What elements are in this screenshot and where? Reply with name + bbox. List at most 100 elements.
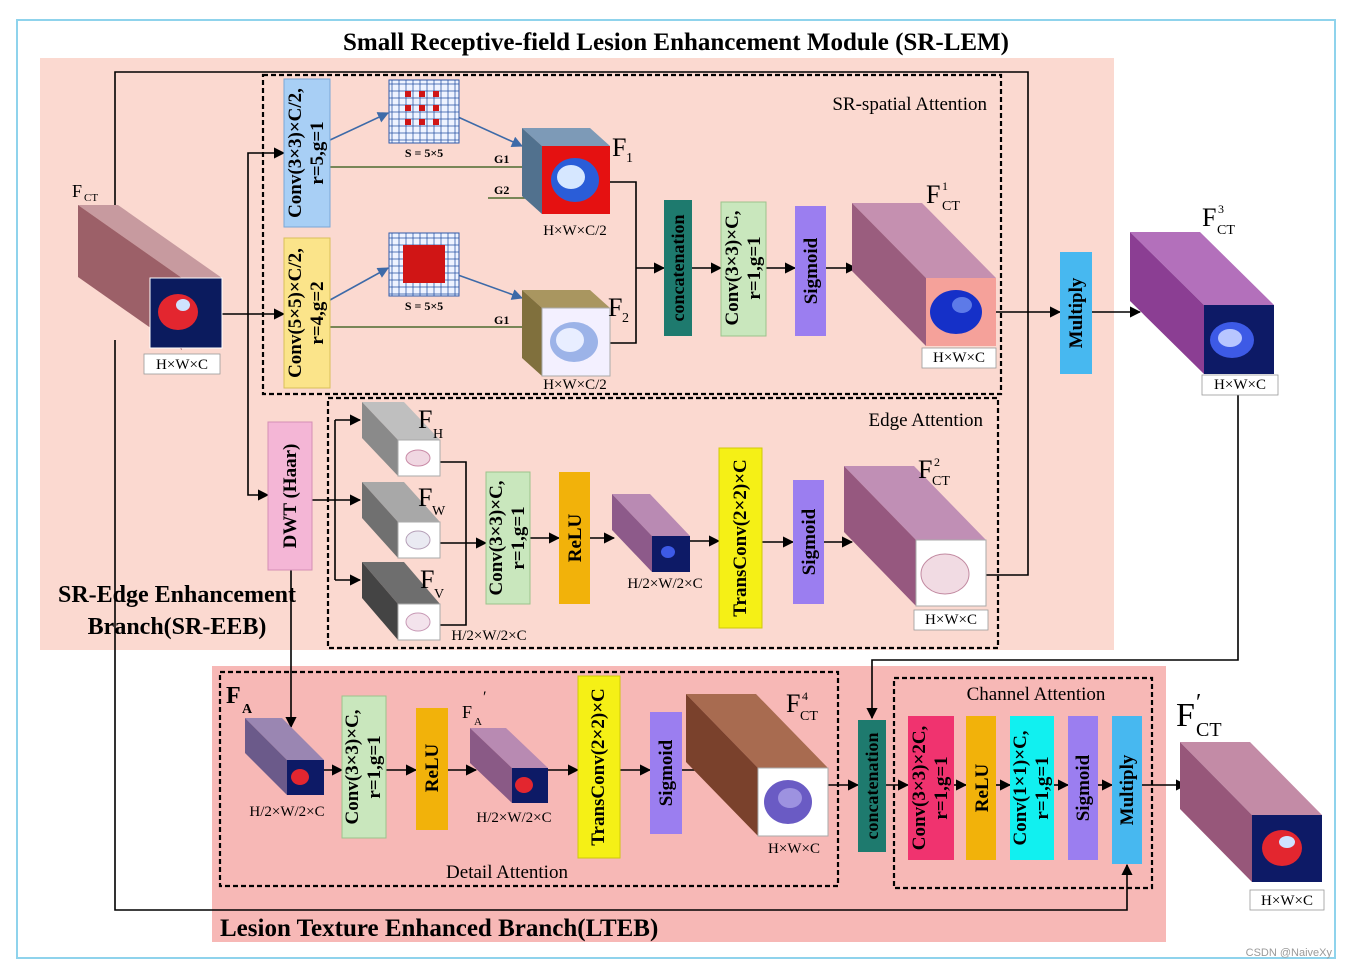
fct1-label: F <box>926 180 940 209</box>
fa-prime-sub: A <box>474 716 482 728</box>
channel-attention-label: Channel Attention <box>967 684 1106 705</box>
edge-attention-label: Edge Attention <box>868 410 983 431</box>
channel-relu-block <box>966 716 996 860</box>
conv-b-line2: r=4,g=2 <box>307 281 328 344</box>
module-title: Small Receptive-field Lesion Enhancement… <box>343 29 1009 56</box>
channel-relu-label: ReLU <box>972 763 993 812</box>
dilated-grid-bottom-fill <box>403 245 445 283</box>
dilated-grid-top <box>388 79 460 144</box>
conv-b-block <box>283 237 331 389</box>
edge-relu-block <box>559 472 590 604</box>
g2-label: G2 <box>494 183 509 197</box>
fa-sub: A <box>242 702 253 717</box>
fct3-label: F <box>1202 203 1216 232</box>
detail-sigmoid-label: Sigmoid <box>656 739 677 806</box>
skip-line-bottom <box>114 340 1133 911</box>
outer-frame <box>16 19 1336 959</box>
conv-c-line2: r=1,g=1 <box>744 236 765 299</box>
concat-top-label: concatenation <box>668 215 688 322</box>
line-fct2-to-multiply <box>986 312 1029 576</box>
fhwv-dim: H/2×W/2×C <box>451 628 526 644</box>
dilated-grid-top-points <box>405 91 439 125</box>
arrow-fct-to-dwt <box>247 314 270 501</box>
g1-top-label: G1 <box>494 152 509 166</box>
channel-attention-box <box>892 676 1154 890</box>
edge-attention-box <box>326 396 1000 650</box>
g1-bottom-label: G1 <box>494 313 509 327</box>
detail-conv-line2: r=1,g=1 <box>364 735 385 798</box>
sigmoid-top-block <box>795 206 826 336</box>
fct1-cube <box>852 203 996 346</box>
channel-multiply-block <box>1112 716 1142 864</box>
fv-cube <box>362 562 441 641</box>
conv-b-line1: Conv(5×5)×C/2, <box>285 248 306 378</box>
fct1-sup: 1 <box>942 179 948 193</box>
edge-sigmoid-block <box>793 480 824 604</box>
fct2-cube <box>844 466 987 607</box>
edge-relu-label: ReLU <box>565 513 586 562</box>
edge-feature-dim: H/2×W/2×C <box>627 576 702 592</box>
fct-input-dim: H×W×C <box>156 357 208 373</box>
watermark: CSDN @NaiveXy <box>1246 947 1333 959</box>
fct-input-label: F <box>72 181 82 201</box>
dwt-block <box>267 421 313 571</box>
conv-d-line2: r=1,g=1 <box>931 756 952 819</box>
fct4-sup: 4 <box>802 689 808 703</box>
f2-cube <box>522 290 611 377</box>
conv-d-line1: Conv(3×3)×2C, <box>909 725 930 850</box>
sr-spatial-attention-box <box>261 73 1003 396</box>
edge-feature-cube <box>612 494 690 572</box>
fct4-sub: CT <box>800 709 818 724</box>
fw-label: F <box>418 483 432 512</box>
sigmoid-top-label: Sigmoid <box>801 237 822 304</box>
fct3-sup: 3 <box>1218 202 1224 216</box>
detail-sigmoid-block <box>650 712 682 834</box>
fa-cube <box>245 718 324 795</box>
multiply-top-label: Multiply <box>1066 277 1087 348</box>
detail-transconv-block <box>577 675 621 859</box>
conv-c-block <box>720 201 767 337</box>
channel-sigmoid-label: Sigmoid <box>1073 754 1094 821</box>
fct-output-cube <box>1180 742 1322 882</box>
fw-cube <box>362 482 441 559</box>
fct4-label: F <box>786 689 800 718</box>
concat-top-block <box>664 200 692 336</box>
edge-conv-block <box>485 471 531 605</box>
fv-label: F <box>420 565 434 594</box>
detail-attention-box <box>218 670 840 888</box>
fct-input-sub: CT <box>84 192 98 204</box>
f1-cube <box>522 128 610 214</box>
arrow-conv-b-to-grid <box>329 267 389 301</box>
grid-bottom-label: S = 5×5 <box>405 299 443 313</box>
fa-dim: H/2×W/2×C <box>249 804 324 820</box>
f1-dim: H×W×C/2 <box>543 223 607 239</box>
sr-spatial-attention-label: SR-spatial Attention <box>832 94 987 115</box>
conv-e-line2: r=1,g=1 <box>1032 756 1053 819</box>
fv-sub: V <box>434 587 444 602</box>
detail-transconv-label: TransConv(2×2)×C <box>588 688 609 845</box>
line-f1-f2-join <box>610 181 637 344</box>
fa-prime-label: F <box>462 702 472 722</box>
f2-sub: 2 <box>622 311 629 326</box>
fct2-dim: H×W×C <box>925 612 977 628</box>
fct2-dim-box <box>913 609 989 631</box>
skip-line-top <box>114 71 1029 312</box>
sr-eeb-label-line2: Branch(SR-EEB) <box>88 614 267 640</box>
fct1-dim: H×W×C <box>933 350 985 366</box>
conv-e-line1: Conv(1×1)×C, <box>1010 730 1031 845</box>
fct-output-dim: H×W×C <box>1261 893 1313 909</box>
arrow-conv-a-to-grid <box>329 112 390 141</box>
edge-sigmoid-label: Sigmoid <box>799 508 820 575</box>
f1-label: F <box>612 133 626 162</box>
detail-conv-block <box>341 695 387 839</box>
channel-sigmoid-block <box>1068 716 1098 860</box>
edge-transconv-label: TransConv(2×2)×C <box>730 459 751 616</box>
fct3-cube <box>1130 232 1274 374</box>
fa-label: F <box>226 683 241 709</box>
edge-conv-line1: Conv(3×3)×C, <box>486 480 507 595</box>
conv-a-line2: r=5,g=1 <box>307 121 328 184</box>
fct3-dim-box <box>1201 374 1279 396</box>
channel-multiply-label: Multiply <box>1117 754 1138 825</box>
fct1-sub: CT <box>942 199 960 214</box>
edge-conv-line2: r=1,g=1 <box>508 506 529 569</box>
